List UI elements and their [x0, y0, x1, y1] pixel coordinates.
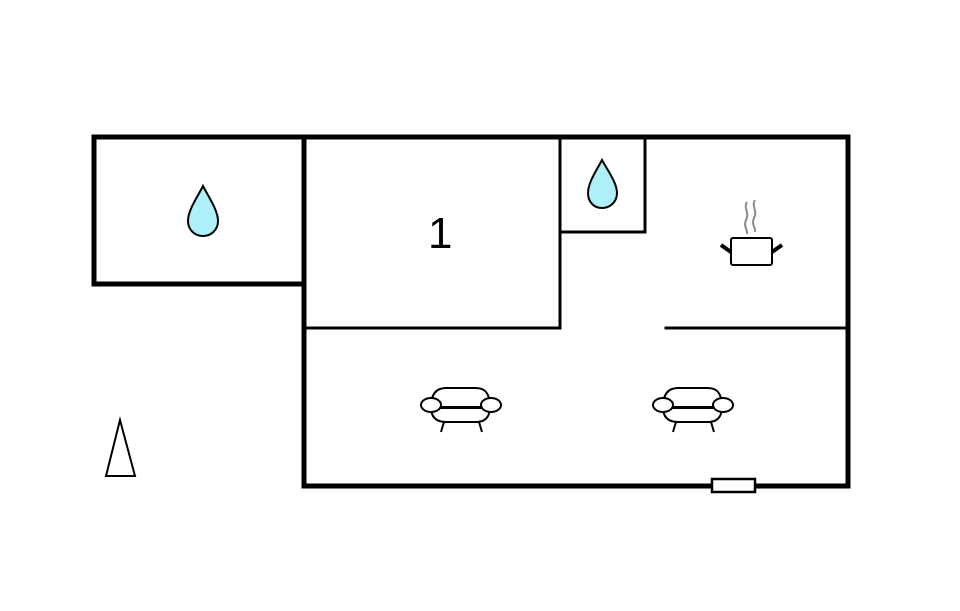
- sofa-icon: [420, 387, 502, 433]
- water-drop-icon: [586, 157, 619, 210]
- cooking-pot-icon: [719, 199, 784, 266]
- walls: [91, 134, 851, 489]
- room-label-bedroom-1: 1: [428, 209, 453, 258]
- water-drop-icon: [186, 183, 220, 238]
- north-arrow-icon: [104, 416, 137, 477]
- sofa-icon: [652, 387, 734, 433]
- door-icon: [710, 477, 757, 494]
